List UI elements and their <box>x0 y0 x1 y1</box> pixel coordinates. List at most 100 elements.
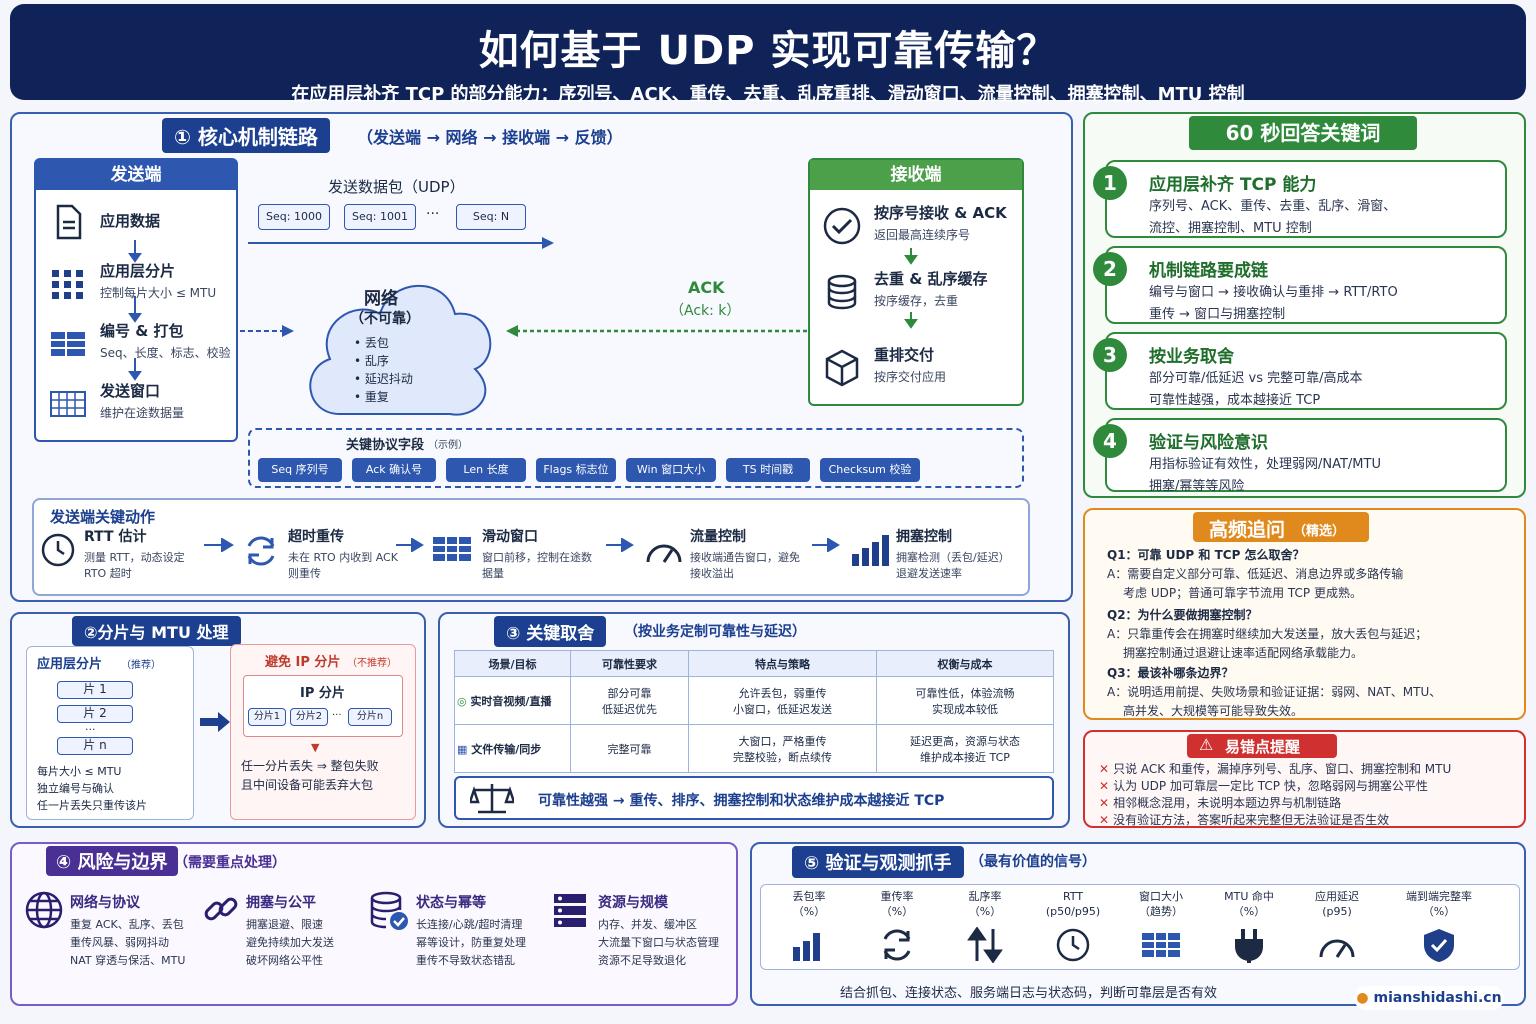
fields-title: 关键协议字段 <box>346 438 425 453</box>
risk-line: 重复 ACK、乱序、丢包 <box>70 918 184 931</box>
mistake-text: 认为 UDP 加可靠层一定比 TCP 快，忽略弱网与拥塞公平性 <box>1113 779 1428 793</box>
metric-unit: （%） <box>968 905 1002 918</box>
keyword-desc: 部分可靠/低延迟 vs 完整可靠/高成本可靠性越强，成本越接近 TCP <box>1149 368 1363 412</box>
action-title: 滑动窗口 <box>482 529 538 545</box>
table-cell: ▦ 文件传输/同步 <box>454 724 571 773</box>
refresh-icon <box>883 929 911 961</box>
brand-dot-icon: ● <box>1356 990 1374 1006</box>
action-desc: 测量 RTT，动态设定 RTO 超时 <box>84 551 185 580</box>
action-desc: 拥塞检测（丢包/延迟）退避发送速率 <box>896 551 1010 580</box>
section3-subtitle: （按业务定制可靠性与延迟） <box>624 624 806 640</box>
bar-chart-icon <box>852 535 889 566</box>
action-desc: 窗口前移，控制在途数据量 <box>482 551 592 580</box>
keyword-desc-line: 流控、拥塞控制、MTU 控制 <box>1149 221 1312 236</box>
faq-answer: A：说明适用前提、失败场景和验证证据：弱网、NAT、MTU、 <box>1107 685 1442 699</box>
risk-resource: 资源与规模 内存、并发、缓冲区大流量下窗口与状态管理资源不足导致退化 <box>550 884 736 974</box>
app-fragment-notes: 每片大小 ≤ MTU 独立编号与确认 任一片丢失只重传该片 <box>37 763 147 814</box>
sender-flow-arrows <box>128 240 142 381</box>
keyword-number: 2 <box>1093 252 1127 286</box>
actions-title: 发送端关键动作 <box>50 508 156 526</box>
grid-dots-icon <box>52 270 83 299</box>
up-down-arrows-icon <box>967 926 1003 964</box>
cube-icon <box>825 349 859 387</box>
field-tag: Len 长度 <box>446 458 526 482</box>
cloud-subtitle: （不可靠） <box>350 311 420 327</box>
metric-unit: （%） <box>880 905 914 918</box>
receiver-header: 接收端 <box>810 160 1022 190</box>
risk-line: 避免持续加大发送 <box>246 936 334 949</box>
faq-item: Q2：为什么要做拥塞控制？ A：只靠重传会在拥塞时继续加大发送量，放大丢包与延迟… <box>1107 606 1427 663</box>
metric-label: MTU 命中 <box>1224 890 1274 903</box>
field-tag: TS 时间戳 <box>726 458 810 482</box>
clock-icon <box>1056 928 1090 962</box>
section4-subtitle: （需要重点处理） <box>174 855 286 871</box>
risk-desc: 重复 ACK、乱序、丢包重传风暴、弱网抖动 NAT 穿透与保活、MTU <box>70 916 195 970</box>
field-tag: Flags 标志位 <box>536 458 616 482</box>
database-icon <box>827 274 857 310</box>
metric-app-latency: 应用延迟(p95) <box>1289 885 1385 965</box>
metric-label: 乱序率 <box>968 890 1002 903</box>
section-60s-keywords: 60 秒回答关键词 1 应用层补齐 TCP 能力 序列号、ACK、重传、去重、乱… <box>1083 112 1526 498</box>
ip-fragment-chip: 分片2 <box>290 708 328 726</box>
field-tag: Seq 序列号 <box>258 458 342 482</box>
globe-icon <box>25 891 63 929</box>
risk-line: 内存、并发、缓冲区 <box>598 918 697 931</box>
mistake-item: ✕没有验证方法，答案听起来完整但无法验证是否生效 <box>1099 811 1389 828</box>
section2-title: ②分片与 MTU 处理 <box>72 616 241 646</box>
receiver-flow-arrows <box>904 248 918 329</box>
metric-label: RTT <box>1062 890 1084 903</box>
metric-unit: （%） <box>792 905 826 918</box>
faq-title: 高频追问 <box>1209 519 1286 541</box>
table-cell: 可靠性低，体验流畅实现成本较低 <box>876 676 1054 725</box>
receiver-box: 接收端 按序号接收 & ACK 返回最高连续序号 去重 & 乱序缓存 按序缓存，… <box>808 158 1024 406</box>
metric-unit: (p95) <box>1322 905 1352 918</box>
risk-line: 幂等设计，防重复处理 <box>416 936 526 949</box>
x-icon: ✕ <box>1099 813 1110 827</box>
scenario-label: 文件传输/同步 <box>471 742 542 756</box>
section-mistakes: ⚠ 易错点提醒 ✕只说 ACK 和重传，漏掉序列号、乱序、窗口、拥塞控制和 MT… <box>1083 730 1526 828</box>
action-title: RTT 估计 <box>84 529 147 545</box>
mistake-item: ✕认为 UDP 加可靠层一定比 TCP 快，忽略弱网与拥塞公平性 <box>1099 777 1428 794</box>
x-icon: ✕ <box>1099 779 1110 793</box>
table-header: 特点与策略 <box>688 650 877 677</box>
keyword-desc-line: 编号与窗口 → 接收确认与重排 → RTT/RTO <box>1149 285 1398 300</box>
receiver-row-title: 按序号接收 & ACK <box>874 204 1007 222</box>
cell-line: 完整可靠 <box>607 742 652 756</box>
bar-chart-icon <box>793 933 820 961</box>
fragment-note-line: 每片大小 ≤ MTU <box>37 765 122 778</box>
ip-fragment-title: 避免 IP 分片 <box>265 655 341 670</box>
refresh-icon <box>247 536 275 566</box>
sender-row-desc: Seq、长度、标志、校验 <box>100 346 231 360</box>
brand-text: mianshidashi.cn <box>1373 990 1502 1006</box>
sender-row-app-data: 应用数据 <box>36 192 236 252</box>
ack-arrow <box>506 325 808 337</box>
keyword-desc-line: 部分可靠/低延迟 vs 完整可靠/高成本 <box>1149 371 1363 386</box>
metric-unit: （趋势） <box>1139 905 1183 918</box>
header-banner: 如何基于 UDP 实现可靠传输？ 在应用层补齐 TCP 的部分能力：序列号、AC… <box>10 4 1526 105</box>
fragment-note-line: 独立编号与确认 <box>37 782 114 795</box>
window-grid-icon <box>433 537 471 561</box>
ip-fragment-inner: IP 分片 分片1 分片2 ··· 分片n <box>243 675 403 737</box>
ip-fragment-ellipsis: ··· <box>332 710 342 721</box>
risk-line: 重传风暴、弱网抖动 <box>70 936 169 949</box>
action-congestion: 拥塞控制 拥塞检测（丢包/延迟）退避发送速率 <box>846 508 1026 598</box>
faq-answer: 拥塞控制通过退避让速率适配网络承载能力。 <box>1123 646 1364 660</box>
warning-icon: ⚠ <box>1199 735 1214 754</box>
fragment-chip: 片 n <box>57 737 133 755</box>
cloud-items: • 丢包 • 乱序 • 延迟抖动 • 重复 <box>354 334 413 406</box>
page-subtitle: 在应用层补齐 TCP 的部分能力：序列号、ACK、重传、去重、乱序重排、滑动窗口… <box>291 84 1245 105</box>
receiver-row-desc: 按序交付应用 <box>874 370 947 384</box>
keyword-title: 应用层补齐 TCP 能力 <box>1149 175 1317 195</box>
keyword-desc-line: 用指标验证有效性，处理弱网/NAT/MTU <box>1149 457 1381 472</box>
scale-icon <box>470 784 514 814</box>
metric-window-size: 窗口大小（趋势） <box>1113 885 1209 965</box>
metric-rtt: RTT(p50/p95) <box>1025 885 1121 965</box>
risk-line: NAT 穿透与保活、MTU <box>70 954 186 967</box>
risk-desc: 内存、并发、缓冲区大流量下窗口与状态管理资源不足导致退化 <box>598 916 723 970</box>
metric-unit: （%） <box>1232 905 1266 918</box>
keywords-title: 60 秒回答关键词 <box>1189 116 1417 150</box>
ack-label: ACK <box>688 278 725 297</box>
sender-actions-box: 发送端关键动作 RTT 估计 测量 RTT，动态设定 RTO 超时 超时重传 未… <box>32 498 1030 596</box>
ip-fragment-chip: 分片n <box>348 708 392 726</box>
brand-watermark: ● mianshidashi.cn <box>1354 986 1504 1010</box>
